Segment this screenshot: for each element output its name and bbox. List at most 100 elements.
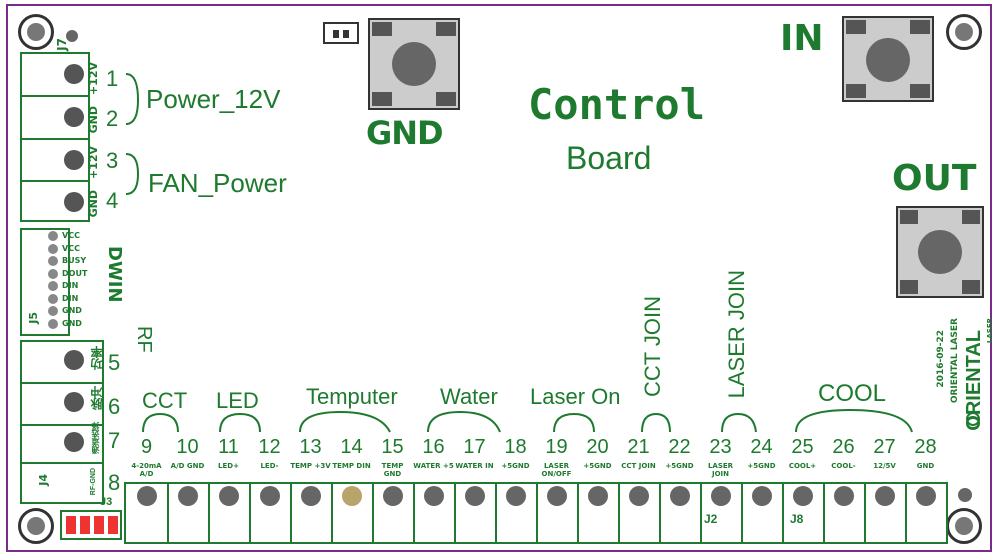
pin-signal: TEMP DIN [332, 462, 371, 470]
dwin-pin-label: VCC [62, 243, 80, 253]
screw-terminal[interactable] [64, 350, 84, 370]
rf-label: RF [133, 326, 155, 353]
out-label: OUT [892, 158, 977, 199]
pin-number: 14 [340, 436, 363, 458]
screw-terminal[interactable] [874, 486, 895, 506]
dwin-pin-label: DIN [62, 281, 79, 290]
pin-signal: +5GND [501, 462, 530, 470]
screw-terminal[interactable] [64, 432, 84, 452]
screw-terminal[interactable] [177, 486, 198, 506]
small-hole [958, 488, 972, 502]
screw-terminal[interactable] [382, 486, 403, 506]
pin-signal: +5GND [665, 462, 694, 470]
pin-signal: LASER ON/OFF [541, 462, 572, 478]
pin-number: 3 [106, 148, 119, 173]
rf-terminal-block [20, 340, 104, 504]
j3-ref: J3 [100, 496, 113, 508]
terminal-divider [495, 484, 497, 542]
pin-number: 21 [627, 436, 650, 458]
screw-terminal[interactable] [751, 486, 772, 506]
group-cct: CCT [142, 388, 188, 413]
pin-number: 17 [463, 436, 486, 458]
screw-terminal[interactable] [669, 486, 690, 506]
dwin-pin-dot [48, 318, 58, 329]
terminal-divider [577, 484, 579, 542]
terminal-divider [290, 484, 292, 542]
terminal-divider [454, 484, 456, 542]
terminal-divider [741, 484, 743, 542]
terminal-divider [782, 484, 784, 542]
dwin-pin-label: DIN [62, 293, 79, 303]
screw-terminal[interactable] [423, 486, 444, 506]
mount-hole-top-left [18, 14, 54, 50]
dwin-pin-label: VCC [62, 231, 80, 240]
screw-terminal[interactable] [833, 486, 854, 506]
pin-signal: WATER IN [455, 462, 494, 470]
pin-signal: +5GND [583, 462, 612, 470]
dwin-pin-dot [48, 231, 58, 241]
terminal-divider [659, 484, 661, 542]
screw-terminal[interactable] [300, 486, 321, 506]
screw-terminal[interactable] [587, 486, 608, 506]
small-connector [323, 22, 359, 44]
in-button[interactable] [842, 16, 934, 102]
terminal-divider [864, 484, 866, 542]
j3-switch[interactable] [60, 510, 122, 540]
dwin-pin-label: GND [62, 306, 82, 315]
pin-number: 25 [791, 436, 814, 458]
pin-signal: GND [916, 462, 935, 470]
screw-terminal[interactable] [64, 64, 84, 84]
pin-signal: LASER JOIN [707, 462, 734, 478]
dwin-pin-label: DOUT [62, 268, 88, 278]
screw-terminal[interactable] [136, 486, 157, 506]
screw-terminal[interactable] [64, 392, 84, 412]
fan-power-label: FAN_Power [148, 168, 287, 198]
screw-terminal[interactable] [218, 486, 239, 506]
screw-terminal[interactable] [464, 486, 485, 506]
power-12v-label: Power_12V [146, 84, 281, 114]
out-button[interactable] [896, 206, 984, 298]
screw-terminal[interactable] [64, 192, 84, 212]
screw-terminal[interactable] [259, 486, 280, 506]
rf-pin-number: 7 [108, 428, 121, 453]
pin-number: 16 [422, 436, 445, 458]
pin-number: 19 [545, 436, 568, 458]
title-board: Board [566, 140, 652, 176]
group-bracket [125, 73, 140, 195]
screw-terminal[interactable] [546, 486, 567, 506]
screw-terminal[interactable] [915, 486, 936, 506]
pin-number: 4 [106, 188, 119, 213]
j2-ref: J2 [704, 512, 718, 526]
terminal-divider [372, 484, 374, 542]
dwin-pin-dot [48, 243, 58, 254]
pin-signal: LED+ [218, 462, 239, 470]
gnd-button[interactable] [368, 18, 460, 110]
j8-ref: J8 [790, 512, 804, 526]
pin-number: 26 [832, 436, 855, 458]
dwin-connector [20, 228, 70, 336]
pin-signal: COOL+ [788, 462, 817, 470]
dwin-pin-label: BUSY [62, 256, 87, 265]
screw-terminal[interactable] [64, 107, 84, 127]
pin-number: 28 [914, 436, 937, 458]
logo-icon [966, 412, 980, 426]
small-hole [66, 30, 78, 42]
screw-terminal[interactable] [341, 486, 362, 506]
dwin-pin-dot [48, 281, 58, 291]
screw-terminal[interactable] [792, 486, 813, 506]
terminal-divider [700, 484, 702, 542]
screw-terminal[interactable] [64, 150, 84, 170]
screw-terminal[interactable] [628, 486, 649, 506]
screw-terminal[interactable] [710, 486, 731, 506]
pin-signal: TEMP +3V [290, 462, 331, 470]
group-laser-on: Laser On [530, 384, 621, 409]
mount-hole-bottom-right [946, 508, 982, 544]
screw-terminal[interactable] [505, 486, 526, 506]
pin-number: 24 [750, 436, 773, 458]
pin-number: 13 [299, 436, 322, 458]
dwin-pin-label: GND [62, 318, 82, 328]
group-temputer: Temputer [306, 384, 398, 409]
pin-number: 12 [258, 436, 281, 458]
